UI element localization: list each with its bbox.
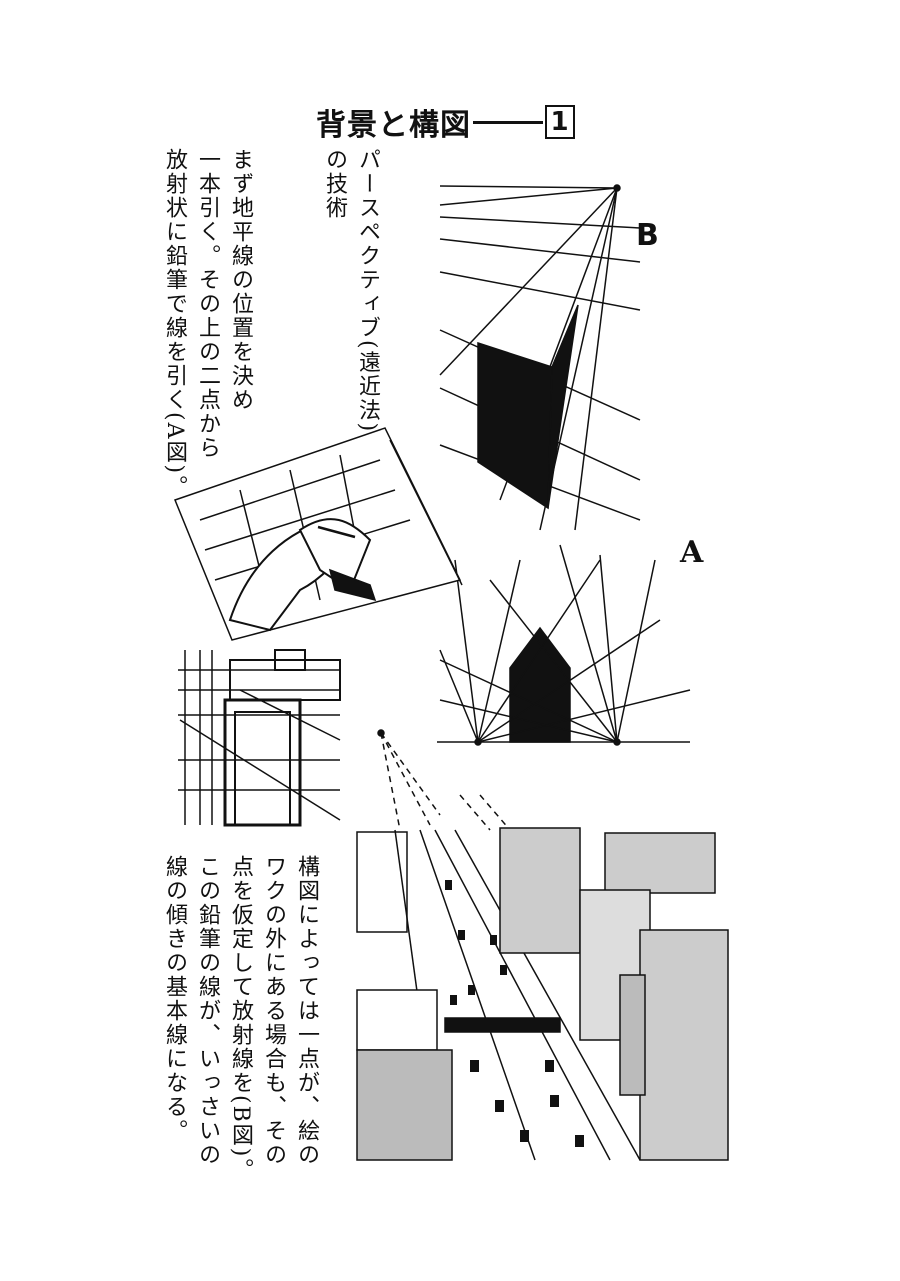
subheading-line: の技術 — [322, 148, 347, 220]
title-dash — [473, 120, 543, 124]
figure-a-diagram — [437, 544, 691, 746]
section-number: 1 — [545, 105, 575, 139]
window-detail-illustration — [178, 649, 341, 827]
text-line: 放射状に鉛筆で線を引く(A図)。 — [162, 148, 187, 500]
paragraph-a: まず地平線の位置を決め 一本引く。その上の二点から 放射状に鉛筆で線を引く(A図… — [158, 148, 257, 499]
text-line: 一本引く。その上の二点から — [195, 148, 220, 460]
page-title-text: 背景と構図 — [316, 108, 471, 143]
city-street-illustration — [356, 729, 729, 1161]
figure-label-a: A — [680, 535, 704, 570]
text-line: まず地平線の位置を決め — [228, 148, 253, 412]
figure-b-diagram — [439, 184, 641, 531]
text-line: 線の傾きの基本線になる。 — [162, 855, 187, 1143]
text-line: 構図によっては一点が、絵の — [294, 855, 319, 1167]
text-line: この鉛筆の線が、いっさいの — [195, 855, 220, 1167]
page-title: 背景と構図 1 — [316, 100, 575, 144]
paragraph-b: 構図によっては一点が、絵の ワクの外にある場合も、その 点を仮定して放射線を(B… — [158, 855, 323, 1182]
text-line: ワクの外にある場合も、その — [261, 855, 286, 1167]
subheading: パースペクティブ(遠近法) の技術 — [318, 148, 384, 433]
figure-label-b: B — [636, 218, 659, 253]
subheading-line: パースペクティブ(遠近法) — [355, 148, 380, 434]
hand-drawing-illustration — [174, 427, 463, 641]
text-line: 点を仮定して放射線を(B図)。 — [228, 855, 253, 1183]
